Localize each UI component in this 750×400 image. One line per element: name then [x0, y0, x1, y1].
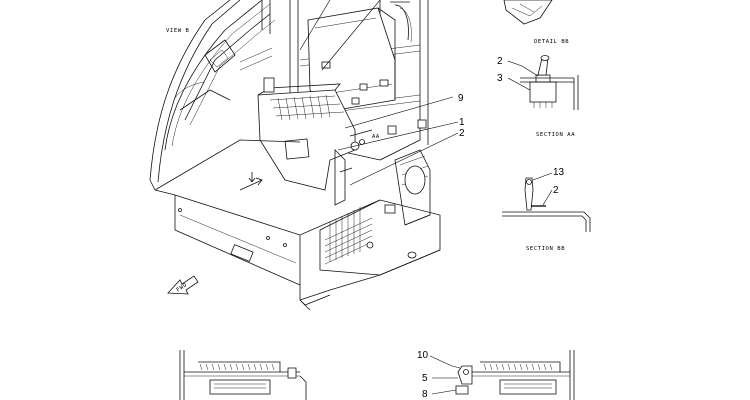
callout-5: 5: [422, 373, 428, 384]
bottom-left-view: [179, 350, 307, 400]
ecu-bracket: [257, 77, 373, 206]
section-bb-label: SECTION BB: [526, 246, 565, 252]
section-bb: 13 2 SECTION BB: [502, 167, 591, 252]
forward-arrow: FWD: [167, 275, 199, 295]
callout-9: 9: [458, 93, 464, 104]
lower-housing: [299, 199, 441, 306]
leader-9: [344, 96, 454, 129]
rear-panel: [289, 0, 431, 226]
leader-top-b: [299, 0, 331, 51]
callout-8: 8: [422, 389, 428, 400]
detail-bb-label: DETAIL BB: [534, 39, 569, 45]
callout-13: 13: [553, 167, 565, 178]
callout-2: 2: [459, 128, 465, 139]
callout-1: 1: [459, 117, 465, 128]
view-label: VIEW B: [166, 28, 190, 34]
leader-1: [337, 121, 459, 151]
callout-2-bb: 2: [553, 185, 559, 196]
detail-bb: DETAIL BB: [503, 0, 569, 45]
callout-10: 10: [417, 350, 429, 361]
fwd-label: FWD: [176, 282, 189, 294]
section-aa-marker: AA: [372, 134, 380, 140]
section-aa: 2 3 SECTION AA: [497, 55, 579, 138]
leader-top-a: [321, 0, 381, 71]
main-assembly-view: FWD VIEW B AA 9 1 2: [149, 0, 465, 311]
section-aa-label: SECTION AA: [536, 132, 575, 138]
bottom-right-view: 10 5 8: [417, 350, 575, 400]
callout-3-aa: 3: [497, 73, 503, 84]
cab-frame: [149, 0, 276, 191]
callout-2-aa: 2: [497, 56, 503, 67]
leader-2: [349, 132, 459, 186]
